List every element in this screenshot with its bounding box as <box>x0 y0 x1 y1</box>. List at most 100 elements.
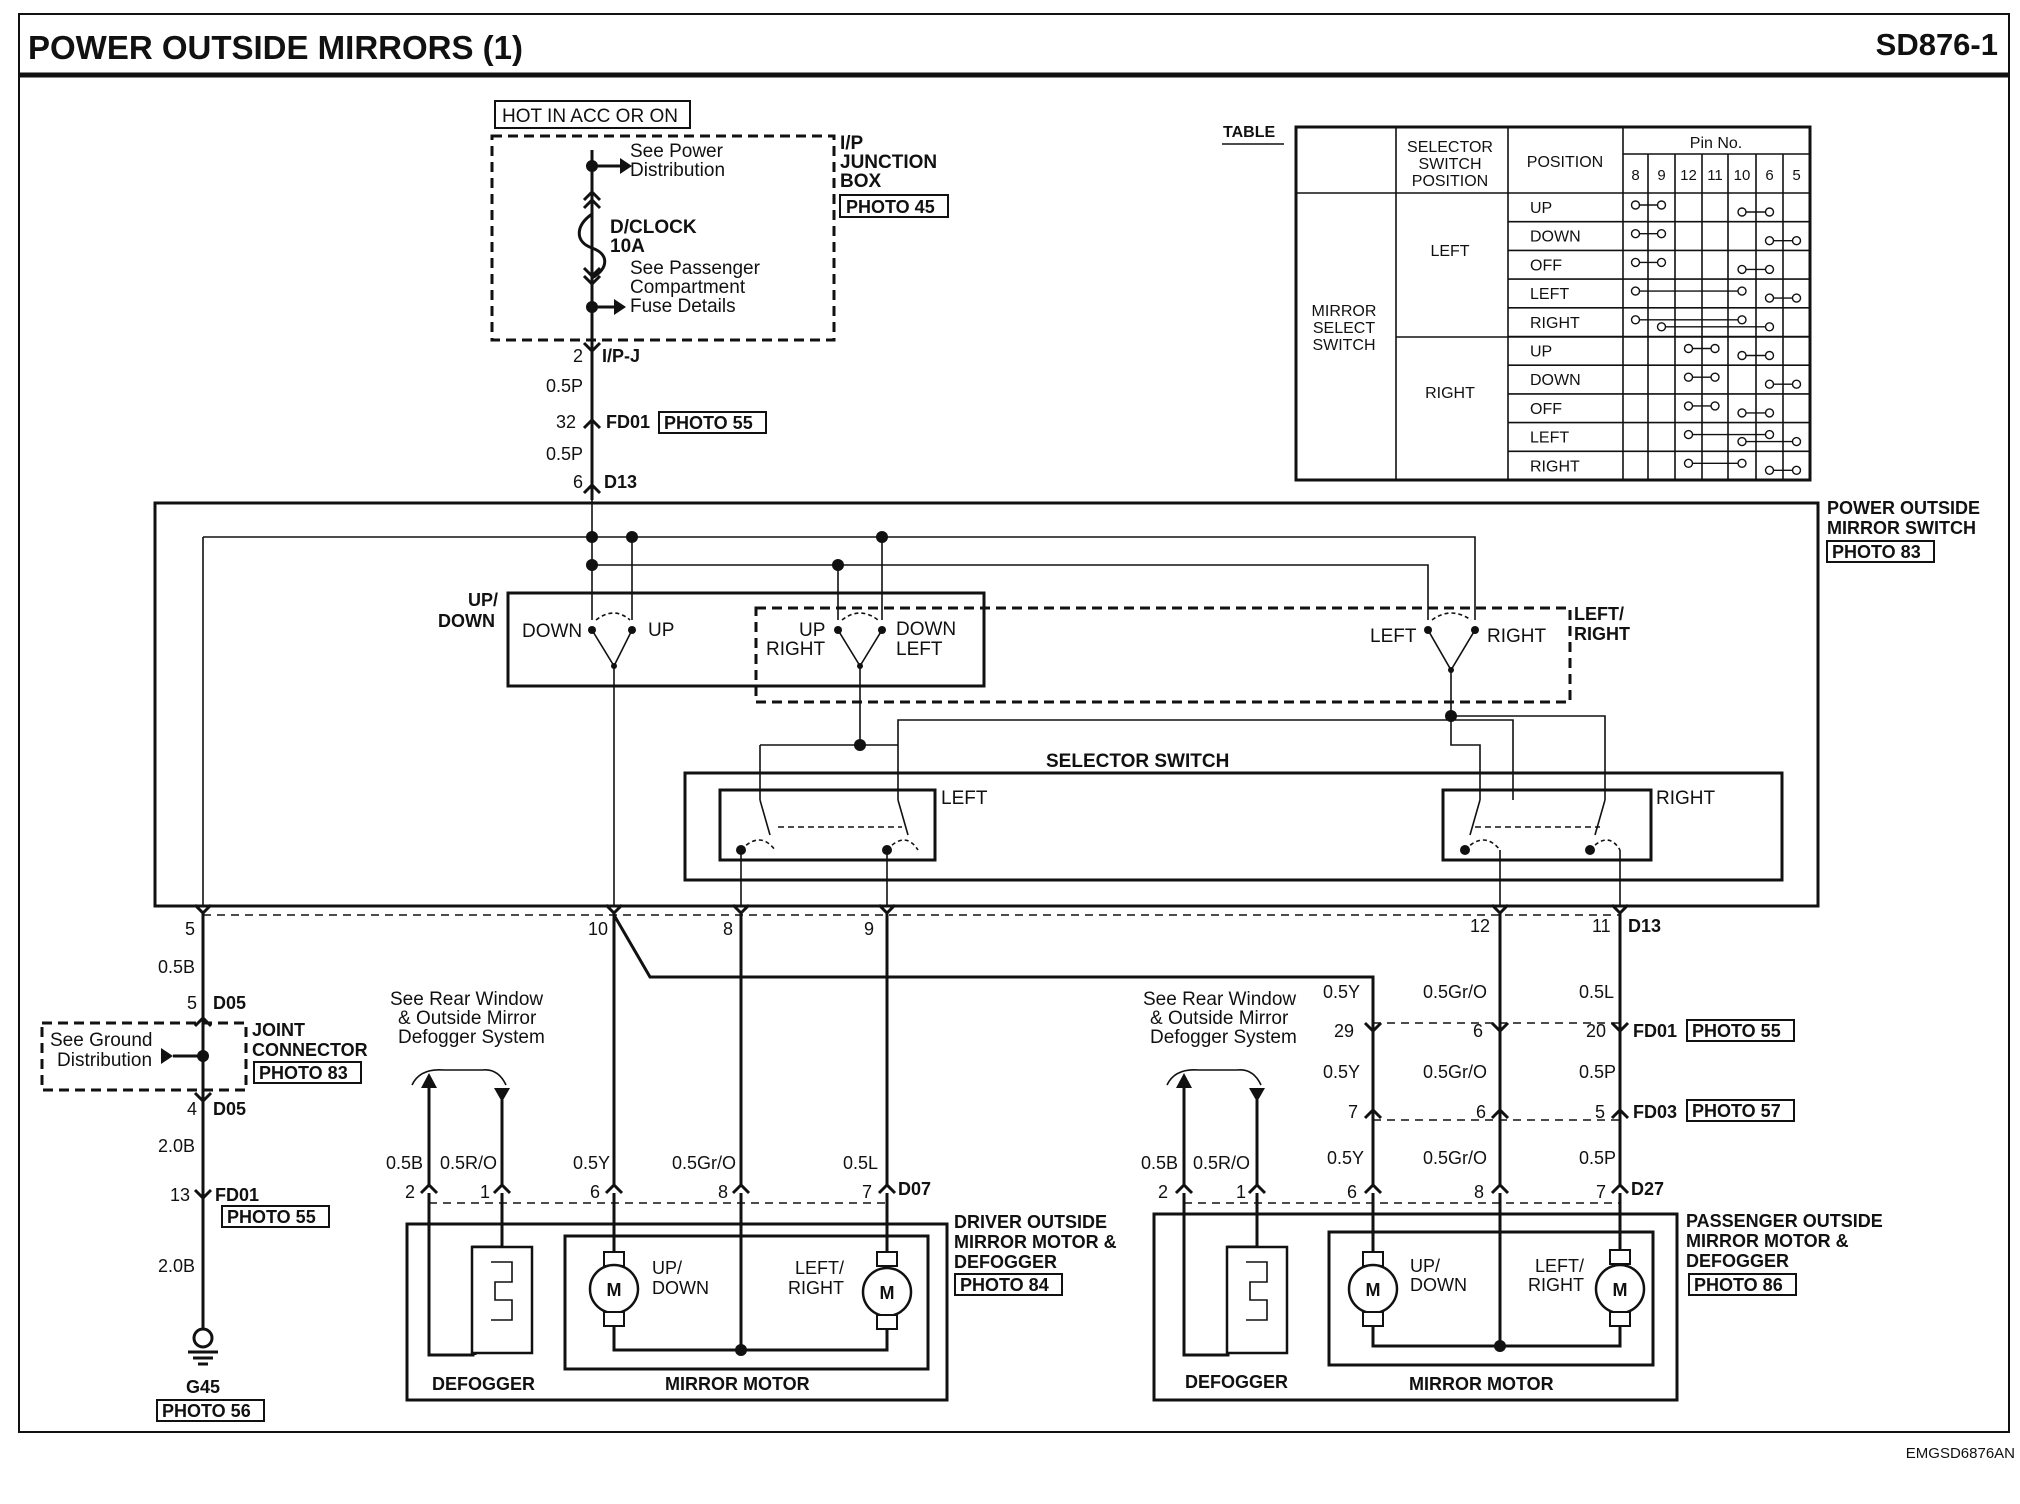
continuity-node <box>1764 350 1775 361</box>
hot-label-box <box>494 100 691 129</box>
updown-switch-box <box>506 591 986 688</box>
svg-text:0.5B: 0.5B <box>1141 1153 1178 1173</box>
svg-text:See Passenger: See Passenger <box>630 258 761 279</box>
svg-text:DOWN: DOWN <box>438 611 495 631</box>
page-title: POWER OUTSIDE MIRRORS (1) <box>28 29 523 66</box>
svg-text:2: 2 <box>573 346 583 366</box>
continuity-node <box>1737 264 1747 275</box>
svg-text:D05: D05 <box>213 993 246 1013</box>
svg-text:5: 5 <box>185 919 195 939</box>
svg-text:UP: UP <box>648 620 674 641</box>
svg-text:POSITION: POSITION <box>1412 173 1488 190</box>
continuity-node <box>1737 436 1747 447</box>
pin-number-header: 8 <box>1631 167 1639 184</box>
svg-text:G45: G45 <box>186 1377 220 1397</box>
svg-text:DOWN: DOWN <box>1410 1275 1467 1295</box>
svg-text:JOINT: JOINT <box>252 1020 305 1040</box>
svg-text:2: 2 <box>405 1182 415 1202</box>
svg-text:M: M <box>1613 1280 1628 1300</box>
svg-text:0.5Y: 0.5Y <box>573 1153 610 1173</box>
svg-text:0.5R/O: 0.5R/O <box>440 1153 497 1173</box>
svg-text:DRIVER OUTSIDE: DRIVER OUTSIDE <box>954 1212 1107 1232</box>
svg-text:0.5Gr/O: 0.5Gr/O <box>1423 1062 1487 1082</box>
svg-text:32: 32 <box>556 412 576 432</box>
hot-label: HOT IN ACC OR ON <box>502 106 678 127</box>
svg-text:0.5Y: 0.5Y <box>1327 1148 1364 1168</box>
continuity-node <box>1683 401 1694 411</box>
fuse-symbol <box>577 212 607 280</box>
pin-number-header: 12 <box>1680 167 1697 184</box>
svg-text:7: 7 <box>1348 1102 1358 1122</box>
driver-mirror-box <box>405 1222 949 1402</box>
svg-text:SWITCH: SWITCH <box>1418 156 1481 173</box>
svg-text:POSITION: POSITION <box>1527 154 1603 171</box>
svg-text:I/P-J: I/P-J <box>602 346 640 366</box>
table-position-label: RIGHT <box>1530 458 1580 475</box>
table-position-label: LEFT <box>1530 430 1569 447</box>
page-code: SD876-1 <box>1876 27 1998 62</box>
svg-text:PHOTO 83: PHOTO 83 <box>1832 542 1921 562</box>
svg-text:DEFOGGER: DEFOGGER <box>432 1374 535 1394</box>
svg-text:RIGHT: RIGHT <box>1528 1275 1584 1295</box>
svg-text:0.5L: 0.5L <box>1579 982 1614 1002</box>
svg-text:10: 10 <box>588 919 608 939</box>
pin-number-header: 11 <box>1707 167 1723 184</box>
svg-text:LEFT: LEFT <box>941 788 988 809</box>
svg-text:10A: 10A <box>610 236 645 257</box>
svg-text:CONNECTOR: CONNECTOR <box>252 1040 368 1060</box>
passenger-mirror-box <box>1152 1212 1679 1402</box>
table-caption: TABLE <box>1223 124 1275 141</box>
svg-text:Defogger System: Defogger System <box>1150 1027 1297 1048</box>
svg-text:M: M <box>607 1280 622 1300</box>
selector-switch-box <box>683 771 1784 882</box>
svg-text:MIRROR MOTOR &: MIRROR MOTOR & <box>954 1232 1117 1252</box>
svg-text:MIRROR MOTOR: MIRROR MOTOR <box>665 1374 810 1394</box>
svg-text:D05: D05 <box>213 1099 246 1119</box>
svg-text:See Ground: See Ground <box>50 1030 152 1051</box>
svg-text:MIRROR MOTOR &: MIRROR MOTOR & <box>1686 1231 1849 1251</box>
svg-text:0.5P: 0.5P <box>1579 1062 1616 1082</box>
mirror-switch-box <box>153 501 1820 908</box>
continuity-node <box>1764 293 1775 303</box>
table-position-label: DOWN <box>1530 372 1581 389</box>
svg-text:6: 6 <box>1347 1182 1357 1202</box>
svg-text:0.5Gr/O: 0.5Gr/O <box>1423 1148 1487 1168</box>
svg-text:RIGHT: RIGHT <box>1487 626 1547 647</box>
continuity-node <box>1630 200 1641 210</box>
svg-text:UP: UP <box>799 620 825 641</box>
continuity-node <box>1764 207 1775 217</box>
svg-text:& Outside Mirror: & Outside Mirror <box>1150 1008 1289 1029</box>
svg-text:20: 20 <box>1586 1021 1606 1041</box>
table-position-label: RIGHT <box>1530 315 1580 332</box>
svg-text:M: M <box>1366 1280 1381 1300</box>
continuity-node <box>1710 372 1720 382</box>
continuity-node <box>1764 235 1775 246</box>
svg-text:6: 6 <box>573 472 583 492</box>
continuity-node <box>1683 372 1694 382</box>
svg-text:SWITCH: SWITCH <box>1312 337 1375 354</box>
svg-text:2.0B: 2.0B <box>158 1256 195 1276</box>
svg-text:DEFOGGER: DEFOGGER <box>1185 1372 1288 1392</box>
svg-text:Distribution: Distribution <box>57 1050 152 1071</box>
continuity-node <box>1683 458 1694 468</box>
svg-text:5: 5 <box>1595 1102 1605 1122</box>
svg-text:See Rear Window: See Rear Window <box>1143 989 1296 1010</box>
svg-text:See Power: See Power <box>630 141 724 162</box>
continuity-node <box>1630 315 1641 325</box>
svg-text:PHOTO 56: PHOTO 56 <box>162 1401 251 1421</box>
continuity-node <box>1764 322 1775 332</box>
continuity-node <box>1656 257 1667 268</box>
svg-text:PHOTO 86: PHOTO 86 <box>1694 1275 1783 1295</box>
svg-text:FD03: FD03 <box>1633 1102 1677 1122</box>
svg-text:DEFOGGER: DEFOGGER <box>1686 1251 1789 1271</box>
continuity-node <box>1791 379 1802 389</box>
svg-text:D07: D07 <box>898 1179 931 1199</box>
continuity-node <box>1764 429 1775 440</box>
svg-text:FD01: FD01 <box>215 1185 259 1205</box>
svg-text:See Rear Window: See Rear Window <box>390 989 543 1010</box>
svg-text:LEFT/: LEFT/ <box>795 1258 844 1278</box>
svg-text:29: 29 <box>1334 1021 1354 1041</box>
pin-number-header: 6 <box>1765 167 1773 184</box>
continuity-node <box>1683 343 1694 354</box>
svg-text:0.5P: 0.5P <box>546 376 583 396</box>
